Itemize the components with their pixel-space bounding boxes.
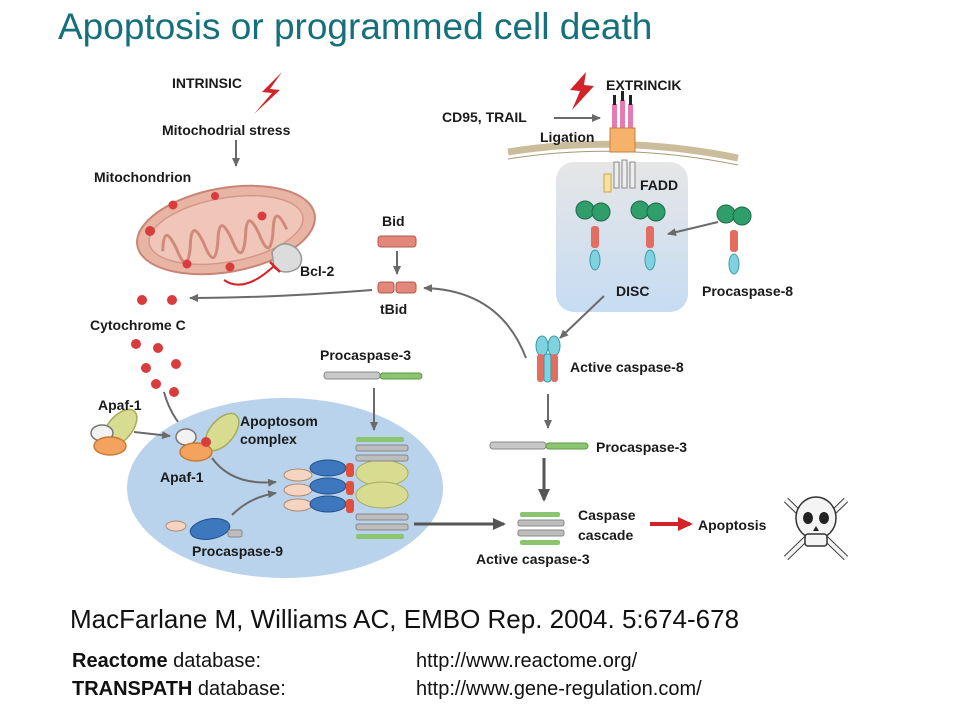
apoptosom-complex-label: complex	[240, 431, 297, 447]
cd95-trail-label: CD95, TRAIL	[442, 109, 527, 125]
bid-shape	[377, 235, 417, 248]
apoptosis-pathway-diagram: INTRINSIC Mitochodrial stress Mitochondr…	[90, 72, 849, 578]
cytochrome-c-label: Cytochrome C	[90, 317, 186, 333]
procaspase3-top-label: Procaspase-3	[320, 347, 411, 363]
procaspase3-right-shape	[489, 441, 589, 450]
mito-stress-label: Mitochodrial stress	[162, 122, 291, 138]
procaspase9-label: Procaspase-9	[192, 543, 283, 559]
citation: MacFarlane M, Williams AC, EMBO Rep. 200…	[70, 604, 740, 634]
apaf1-free-shape	[90, 408, 138, 456]
active-caspase8-label: Active caspase-8	[570, 359, 684, 375]
caspase-cascade-label-2: cascade	[578, 527, 633, 543]
disc-box	[556, 162, 688, 312]
database-row-transpath: TRANSPATH database:	[72, 678, 286, 701]
mitochondrion-shape	[136, 184, 316, 276]
active-caspase3-label: Active caspase-3	[476, 551, 590, 567]
bcl2-shape	[271, 243, 303, 273]
cytochrome-c-dots	[131, 295, 181, 397]
tbid-shape	[377, 281, 417, 294]
apaf1-free-label: Apaf-1	[98, 397, 142, 413]
database-suffix: database:	[167, 650, 262, 672]
disc-procaspase8-shapes	[575, 200, 666, 271]
slide-title: Apoptosis or programmed cell death	[58, 6, 653, 47]
apoptosom-label: Apoptosom	[240, 413, 318, 429]
bid-label: Bid	[382, 213, 405, 229]
procaspase8-label: Procaspase-8	[702, 283, 793, 299]
apoptosome-complex-shape	[283, 437, 409, 539]
ligation-label: Ligation	[540, 129, 594, 145]
caspase-cascade-label: Caspase	[578, 507, 636, 523]
active-caspase3-shape	[517, 512, 565, 545]
procaspase8-shape	[716, 204, 752, 275]
mitochondrion-label: Mitochondrion	[94, 169, 191, 185]
procaspase3-right-label: Procaspase-3	[596, 439, 687, 455]
death-receptor-shape	[603, 91, 636, 193]
database-name: TRANSPATH	[72, 678, 193, 700]
fadd-label: FADD	[640, 177, 678, 193]
database-url-reactome[interactable]: http://www.reactome.org/	[416, 650, 638, 672]
apaf1-bound-shape	[175, 412, 240, 462]
extrinsic-lightning-icon	[570, 72, 594, 110]
intrinsic-label: INTRINSIC	[172, 75, 242, 91]
database-url-transpath[interactable]: http://www.gene-regulation.com/	[416, 678, 702, 700]
bcl2-label: Bcl-2	[300, 263, 334, 279]
procaspase3-top-shape	[323, 371, 423, 380]
intrinsic-lightning-icon	[254, 72, 282, 114]
skull-crossbones-icon	[783, 496, 849, 561]
active-caspase8-shape	[535, 335, 561, 383]
database-row-reactome: Reactome database:	[72, 650, 261, 673]
apoptosis-label: Apoptosis	[698, 517, 767, 533]
tbid-label: tBid	[380, 301, 407, 317]
procaspase9-shape	[165, 518, 243, 540]
database-suffix: database:	[192, 678, 286, 700]
extrincik-label: EXTRINCIK	[606, 77, 681, 93]
apaf1-bound-label: Apaf-1	[160, 469, 204, 485]
disc-label: DISC	[616, 283, 649, 299]
database-name: Reactome	[72, 650, 168, 672]
